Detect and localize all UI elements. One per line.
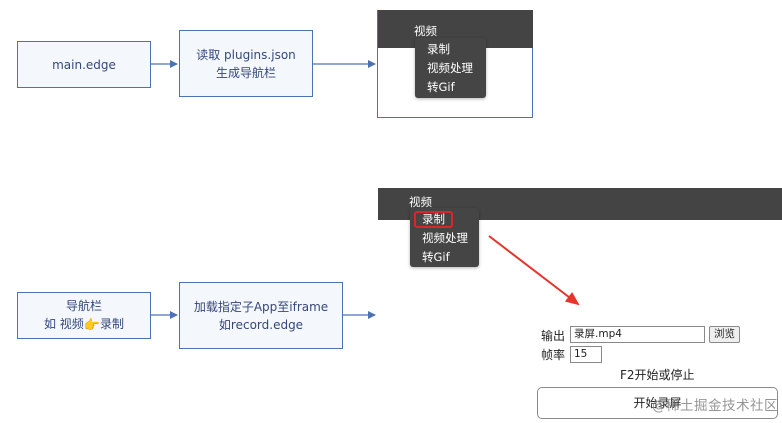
main-edge-box: main.edge bbox=[17, 41, 151, 88]
fps-label: 帧率 bbox=[541, 348, 566, 362]
read-plugins-box: 读取 plugins.json 生成导航栏 bbox=[179, 30, 313, 97]
watermark: @稀土掘金技术社区 bbox=[652, 398, 778, 414]
output-label: 输出 bbox=[541, 329, 566, 343]
pointer-arrow bbox=[488, 235, 580, 306]
record-form: 输出 录屏.mp4 浏览 帧率 15 F2开始或停止 开始录屏 bbox=[537, 322, 782, 423]
app-menu-item-record[interactable]: 录制 bbox=[410, 210, 479, 229]
read-plugins-line1: 读取 plugins.json bbox=[196, 47, 296, 62]
output-path-input[interactable]: 录屏.mp4 bbox=[570, 326, 705, 343]
navbar-box-line2-suffix: 录制 bbox=[100, 316, 125, 331]
app-menu-item-gif[interactable]: 转Gif bbox=[422, 250, 450, 264]
navbar-box: 导航栏 如 视频👉录制 bbox=[17, 292, 151, 339]
menu-item-gif[interactable]: 转Gif bbox=[427, 80, 455, 94]
navbar-preview-frame: 视频 录制 视频处理 转Gif bbox=[377, 10, 533, 118]
load-app-box: 加载指定子App至iframe 如record.edge bbox=[179, 282, 343, 349]
navbar-box-line2: 如 视频👉录制 bbox=[44, 315, 124, 335]
video-dropdown: 录制 视频处理 转Gif bbox=[415, 38, 486, 98]
read-plugins-line2: 生成导航栏 bbox=[215, 65, 276, 80]
load-app-line1: 加载指定子App至iframe bbox=[193, 299, 329, 314]
shortcut-hint: F2开始或停止 bbox=[620, 368, 695, 382]
app-menu-item-video-process[interactable]: 视频处理 bbox=[422, 231, 468, 245]
menu-item-video-process[interactable]: 视频处理 bbox=[427, 61, 473, 75]
navbar-box-line1: 导航栏 bbox=[65, 298, 102, 313]
app-navbar: 视频 bbox=[378, 188, 782, 220]
fps-input[interactable]: 15 bbox=[570, 346, 602, 363]
load-app-line2: 如record.edge bbox=[218, 317, 304, 332]
main-edge-text: main.edge bbox=[52, 57, 116, 72]
browse-button[interactable]: 浏览 bbox=[709, 326, 740, 343]
pointing-hand-icon: 👉 bbox=[83, 317, 100, 333]
nav-video-label[interactable]: 视频 bbox=[414, 24, 437, 38]
navbar-box-line2-prefix: 如 视频 bbox=[43, 316, 84, 331]
record-highlight-box[interactable]: 录制 bbox=[414, 211, 453, 228]
start-recording-button[interactable]: 开始录屏 bbox=[537, 387, 778, 419]
menu-item-record[interactable]: 录制 bbox=[427, 42, 450, 56]
app-nav-video-label[interactable]: 视频 bbox=[409, 195, 432, 209]
app-video-dropdown: 录制 视频处理 转Gif bbox=[410, 208, 479, 267]
